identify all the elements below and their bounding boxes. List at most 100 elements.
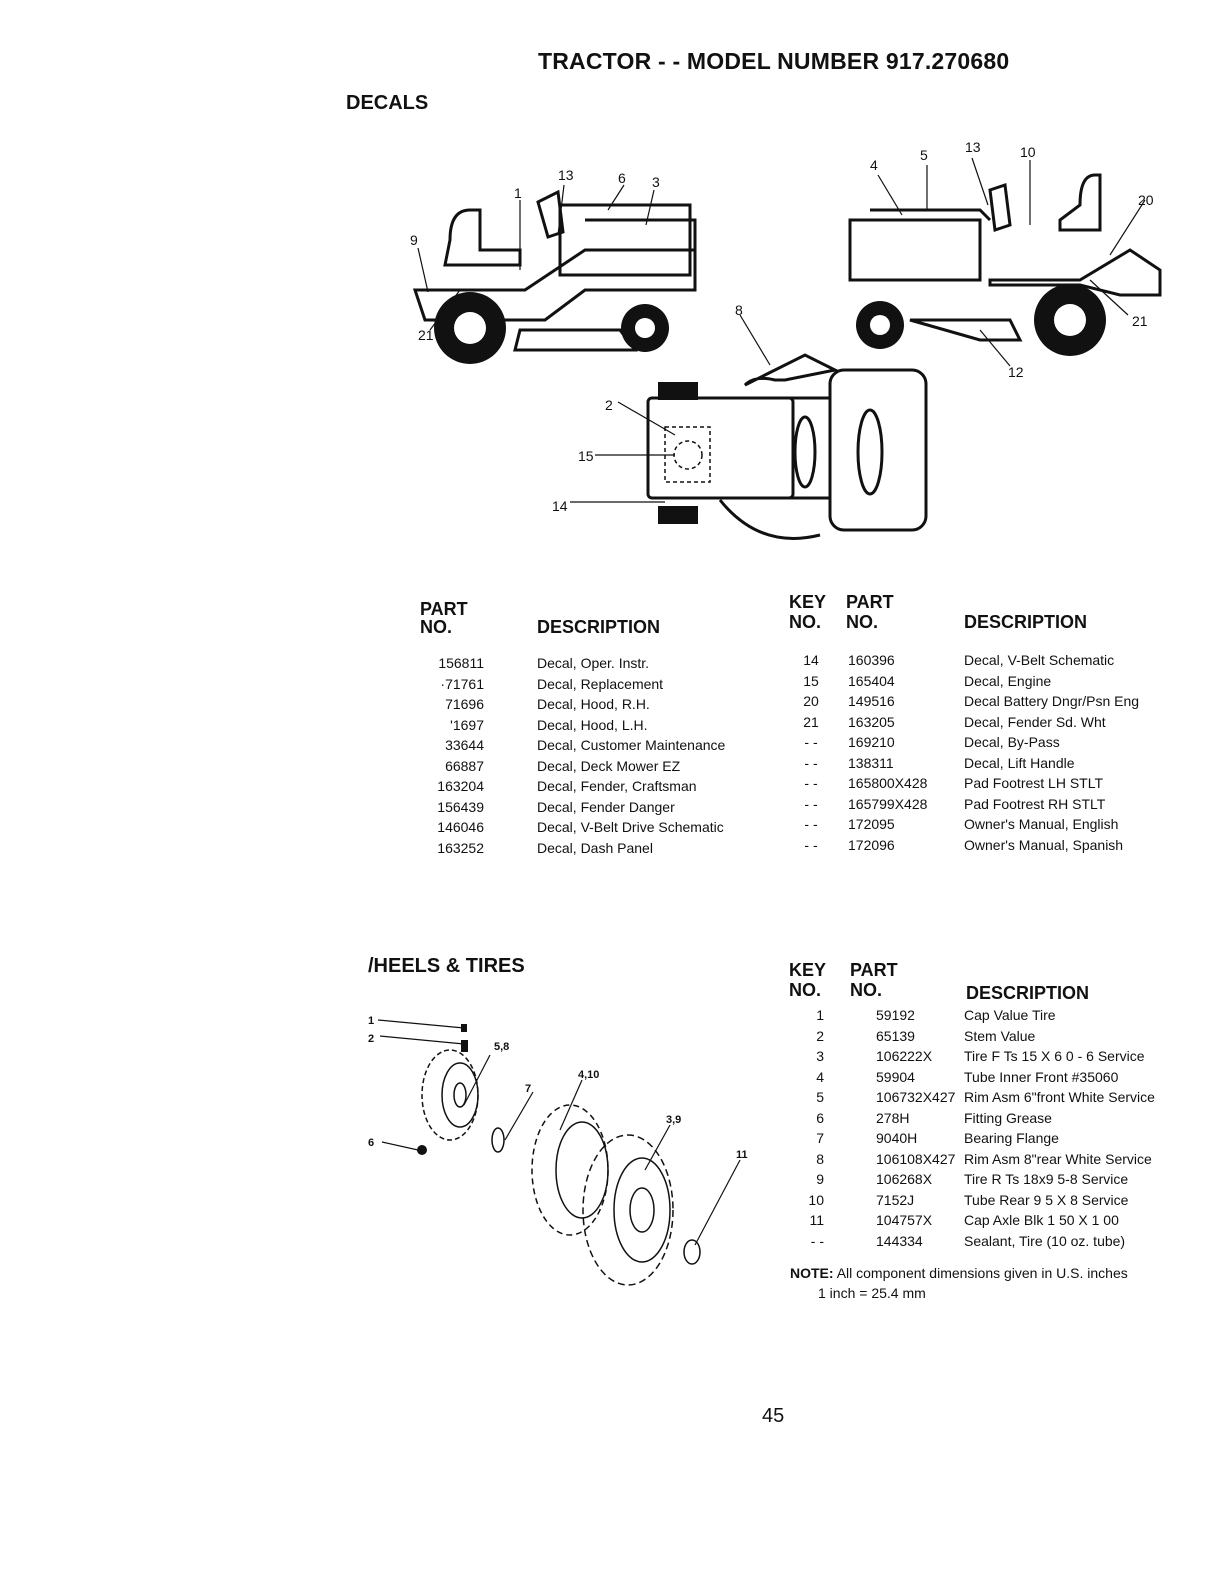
left-table-descriptions: Decal, Oper. Instr. Decal, Replacement D…	[537, 653, 725, 858]
part-number: 146046	[437, 819, 484, 835]
part-number: 156439	[437, 798, 484, 815]
wheels-diagram: 1 2 5,8 4,10 7 3,9 6 11	[368, 1015, 748, 1286]
description: Decal, Fender Sd. Wht	[964, 713, 1106, 730]
right-table-header-no: NO.	[789, 612, 822, 632]
callout-label: 3,9	[666, 1114, 681, 1126]
callout-label: 2	[368, 1033, 374, 1045]
decals-diagram: 13 6 3 1 9 21 4 5 13 10 20 21 12	[410, 139, 1162, 540]
description: Decal, V-Belt Drive Schematic	[537, 819, 724, 835]
callout-label: 5,8	[494, 1041, 509, 1053]
part-number: 106732X427	[876, 1089, 956, 1105]
callout-label: 8	[735, 302, 743, 318]
part-number: 66887	[445, 757, 484, 774]
description: Decal, Fender, Craftsman	[537, 778, 697, 794]
callout-label: 6	[618, 170, 626, 186]
key-number: 4	[816, 1068, 824, 1085]
callout-label: 15	[578, 448, 594, 464]
key-number: 7	[816, 1130, 824, 1146]
part-number: 163252	[437, 839, 484, 856]
key-number: 15	[803, 672, 819, 689]
part-number: 165404	[848, 672, 895, 689]
key-number: - -	[804, 836, 818, 853]
right-table-header-key: KEY	[789, 592, 827, 612]
part-number: '1697	[450, 716, 484, 733]
key-number: - -	[810, 1232, 824, 1249]
description: Decal, Deck Mower EZ	[537, 757, 681, 774]
wheels-table-part-numbers: 59192 65139 106222X 59904 106732X427 278…	[876, 1005, 955, 1251]
callout-label: 21	[418, 327, 434, 343]
callout-label: 2	[605, 397, 613, 413]
description: Cap Value Tire	[964, 1007, 1056, 1023]
page-title: TRACTOR - - MODEL NUMBER 917.270680	[538, 48, 1010, 74]
wheels-table-header-part: PART	[850, 960, 898, 980]
description: Decal, Fender Danger	[537, 798, 675, 815]
description: Pad Footrest LH STLT	[964, 775, 1104, 791]
description: Decal, Oper. Instr.	[537, 655, 650, 671]
left-table-header-no: NO.	[420, 617, 453, 637]
right-table-key-numbers: 14 15 20 21 - - - - - - - - - - - -	[795, 650, 827, 855]
description: Decal, Hood, R.H.	[537, 696, 650, 712]
part-number: 169210	[848, 734, 895, 750]
wheel-parts-exploded	[421, 1049, 701, 1286]
callout-label: 7	[525, 1083, 531, 1095]
left-table-header-part: PART	[420, 599, 468, 619]
callout-label: 3	[652, 174, 660, 190]
key-number: 9	[816, 1171, 824, 1187]
key-number: 14	[803, 652, 819, 668]
part-number: 172096	[848, 836, 895, 853]
part-number: 71696	[445, 696, 484, 712]
callout-lines-top-view	[570, 314, 771, 503]
part-number: 160396	[848, 652, 895, 668]
description: Decal, Hood, L.H.	[537, 716, 648, 733]
part-number: 156811	[438, 655, 484, 671]
wheels-table-key-numbers: 1 2 3 4 5 6 7 8 9 10 11 - -	[790, 1005, 824, 1251]
callout-label: 14	[552, 498, 568, 514]
part-number: 138311	[848, 754, 894, 771]
part-number: 149516	[848, 693, 895, 709]
description: Decal, Dash Panel	[537, 839, 653, 856]
wheels-section-title: /HEELS & TIRES	[368, 955, 525, 977]
tractor-right-side-view	[848, 173, 1162, 342]
description: Decal, Replacement	[537, 675, 664, 692]
part-number: 163205	[848, 713, 895, 730]
part-number: 33644	[445, 737, 484, 753]
part-number: 165800X428	[848, 775, 928, 791]
callout-label: 5	[920, 147, 928, 163]
part-number: 104757X	[876, 1212, 933, 1228]
part-number: 106108X427	[876, 1150, 956, 1167]
description: Decal, V-Belt Schematic	[964, 652, 1115, 668]
wheels-table-header-no2: NO.	[850, 980, 883, 1000]
callout-label: 21	[1132, 313, 1148, 329]
description: Decal Battery Dngr/Psn Eng	[964, 693, 1140, 709]
key-number: - -	[804, 795, 818, 812]
description: Cap Axle Blk 1 50 X 1 00	[964, 1212, 1119, 1228]
right-table-header-part: PART	[846, 592, 894, 612]
dimension-note: NOTE: All component dimensions given in …	[790, 1263, 1128, 1284]
key-number: 1	[816, 1007, 824, 1023]
wheels-table-header-key: KEY	[789, 960, 827, 980]
key-number: 8	[816, 1150, 824, 1167]
key-number: 5	[816, 1089, 824, 1105]
description: Sealant, Tire (10 oz. tube)	[964, 1232, 1126, 1249]
description: Fitting Grease	[964, 1109, 1052, 1126]
key-number: 10	[808, 1191, 824, 1208]
key-number: 2	[816, 1027, 824, 1044]
callout-lines-right	[877, 157, 1146, 367]
description: Stem Value	[964, 1027, 1036, 1044]
callout-label: 4,10	[578, 1069, 599, 1081]
note-conversion: 1 inch = 25.4 mm	[818, 1285, 926, 1301]
description: Decal, By-Pass	[964, 734, 1060, 750]
callout-label: 9	[410, 232, 418, 248]
wheels-table-descriptions: Cap Value Tire Stem Value Tire F Ts 15 X…	[964, 1005, 1155, 1251]
key-number: - -	[804, 754, 818, 771]
description: Owner's Manual, English	[964, 816, 1119, 832]
description: Owner's Manual, Spanish	[964, 836, 1124, 853]
wheels-table-header-no: NO.	[789, 980, 822, 1000]
callout-lines-wheels	[377, 1019, 741, 1246]
callout-label: 1	[368, 1015, 374, 1027]
description: Rim Asm 6"front White Service	[964, 1089, 1155, 1105]
note-label: NOTE:	[790, 1265, 834, 1281]
part-number: 163204	[437, 778, 484, 794]
description: Tire R Ts 18x9 5-8 Service	[964, 1171, 1129, 1187]
callout-label: 12	[1008, 364, 1024, 380]
